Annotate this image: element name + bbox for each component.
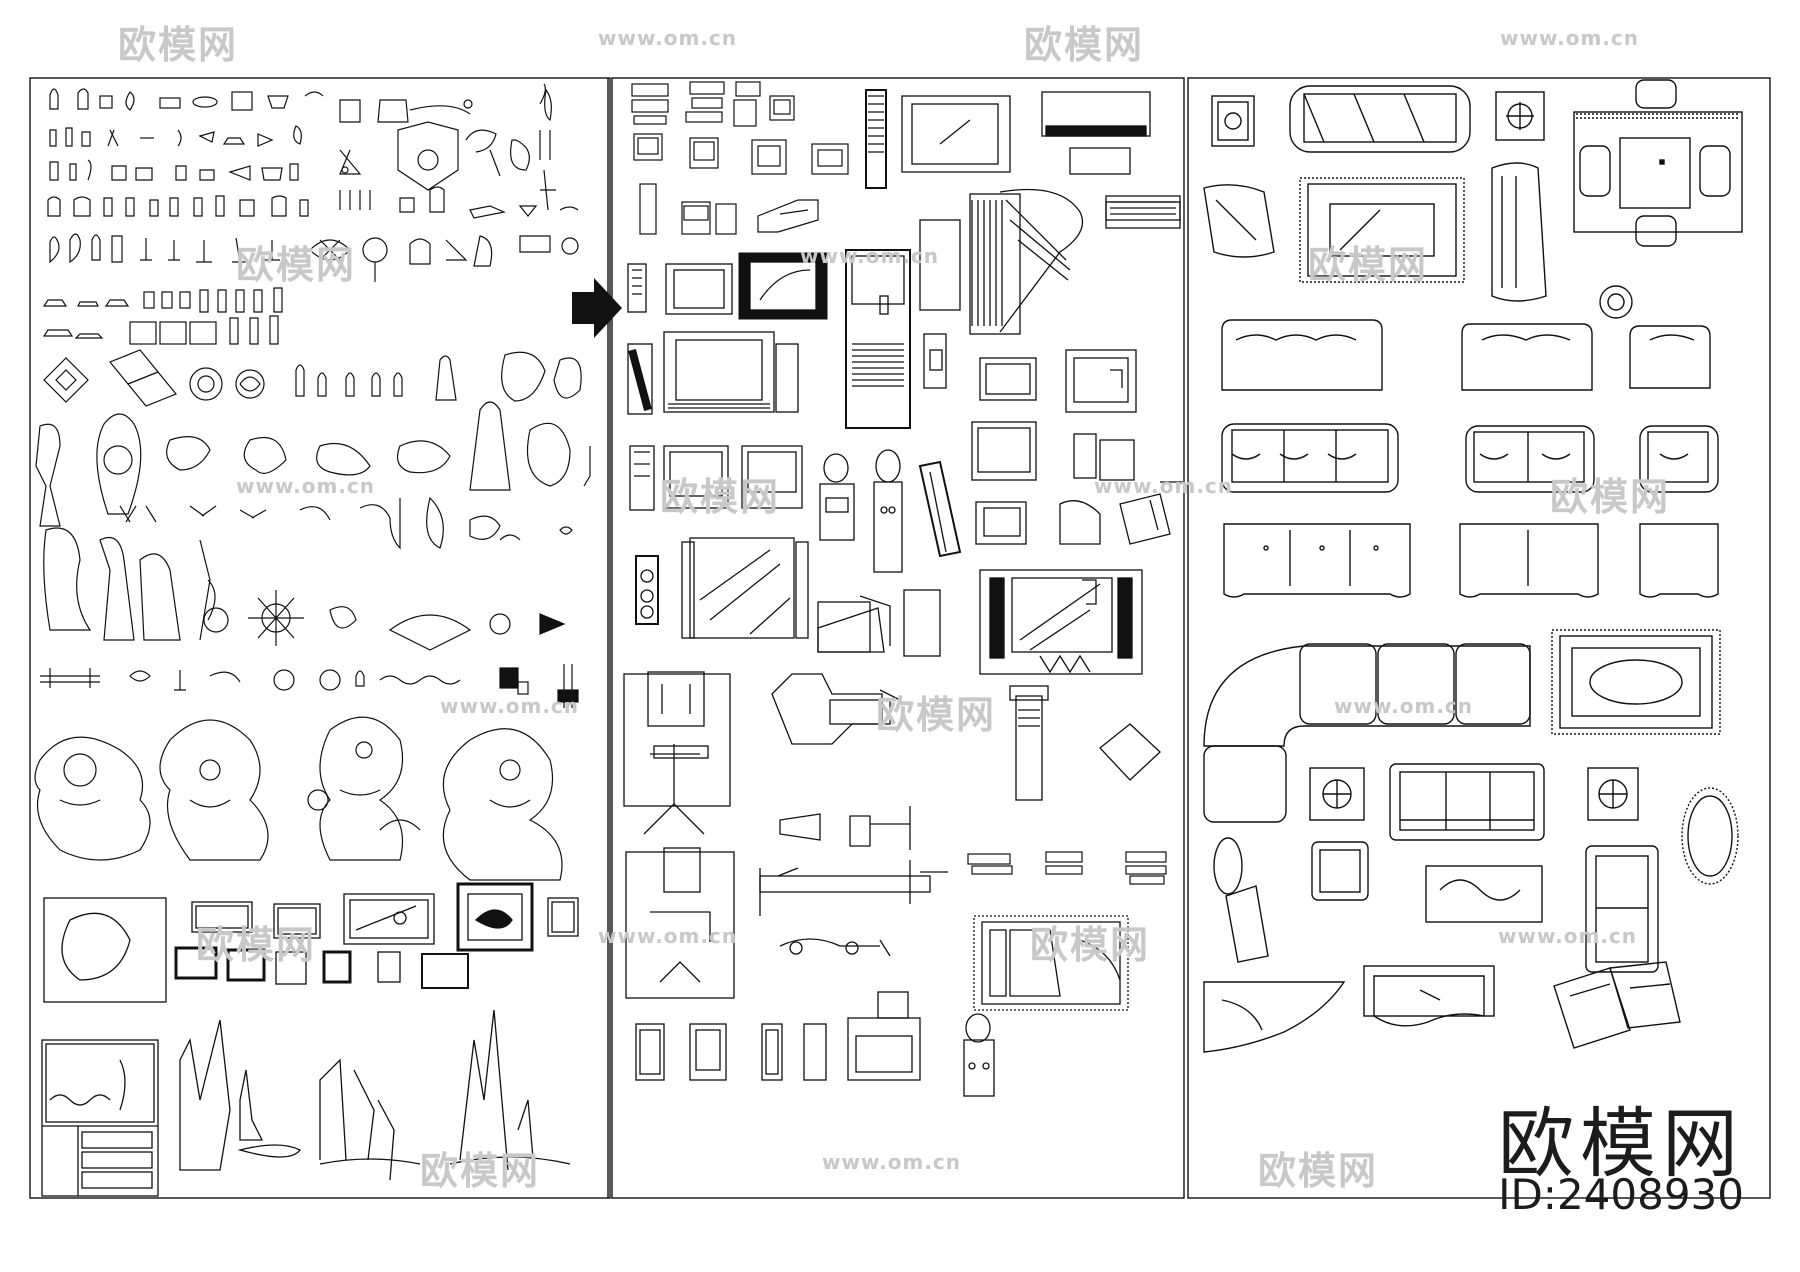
watermark-logo: 欧模网: [420, 1149, 541, 1193]
decor-statues-clock: [309, 83, 579, 282]
watermark-logo: 欧模网: [1258, 1149, 1379, 1193]
decor-picture-frames: [43, 882, 579, 1003]
watermark-logo: 欧模网: [196, 923, 317, 967]
furniture-bottom-row: [1203, 961, 1681, 1053]
arrow-symbol: [572, 278, 622, 338]
watermark-logo: 欧模网: [876, 693, 997, 737]
decor-cartoon-animals: [34, 716, 563, 881]
appliance-av-receivers: [967, 851, 1167, 885]
appliance-pc-crt: [975, 493, 1171, 545]
decor-figures: [35, 401, 591, 651]
appliance-treadmill: [625, 847, 948, 999]
panel-frame-left: [29, 77, 611, 1199]
watermark-url: www.om.cn: [1500, 26, 1640, 50]
furniture-sectional-sofa: [1203, 629, 1721, 823]
watermark-url: www.om.cn: [440, 694, 580, 718]
watermark-url: www.om.cn: [822, 1150, 962, 1174]
brand-name: 欧模网: [1498, 1099, 1744, 1188]
document-id: ID:2408930: [1498, 1170, 1744, 1219]
appliance-water-dispensers: [629, 421, 1184, 573]
watermark-url: www.om.cn: [800, 244, 940, 268]
panel-frame-right: [1187, 77, 1771, 1199]
furniture-living-layout: [1213, 763, 1739, 973]
watermark-url: www.om.cn: [1498, 924, 1638, 948]
watermark-url: www.om.cn: [1094, 474, 1234, 498]
watermark-url: www.om.cn: [598, 26, 738, 50]
watermark-logo: 欧模网: [660, 475, 781, 519]
furniture-sofa-set-row2: [1221, 423, 1719, 493]
decor-rock-sculptures: [179, 1009, 571, 1181]
furniture-sofa-set-row1: [1221, 319, 1711, 391]
furniture-sofa-set-row3: [1223, 523, 1719, 598]
furniture-sofa-chairs: [1203, 162, 1633, 319]
decor-small-objects: [42, 88, 324, 345]
watermark-logo: 欧模网: [1308, 243, 1429, 287]
appliance-small-items: [635, 991, 995, 1097]
decor-tiles-ornaments: [43, 349, 582, 407]
decor-small-row: [40, 664, 579, 708]
appliance-home-theater: [627, 331, 1137, 415]
decor-aquarium-cabinet: [41, 1039, 159, 1197]
watermark-logo: 欧模网: [1024, 23, 1145, 67]
panel-frame-middle: [611, 77, 1185, 1199]
appliance-bed-rug: [973, 915, 1129, 1011]
watermark-logo: 欧模网: [1550, 475, 1671, 519]
furniture-top-row: [1211, 79, 1743, 247]
appliance-tv-monitors: [627, 188, 1181, 429]
watermark-logo: 欧模网: [1030, 923, 1151, 967]
appliance-av-units: [631, 81, 849, 235]
watermark-logo: 欧模网: [118, 23, 239, 67]
watermark-url: www.om.cn: [598, 924, 738, 948]
appliance-speakers-tv: [865, 89, 1181, 221]
appliance-speaker-systems: [635, 537, 1143, 675]
watermark-url: www.om.cn: [236, 474, 376, 498]
watermark-logo: 欧模网: [236, 243, 357, 287]
watermark-url: www.om.cn: [1334, 694, 1474, 718]
appliance-chairs-massage: [817, 589, 941, 657]
appliance-fitness-equipment: [623, 671, 1161, 850]
